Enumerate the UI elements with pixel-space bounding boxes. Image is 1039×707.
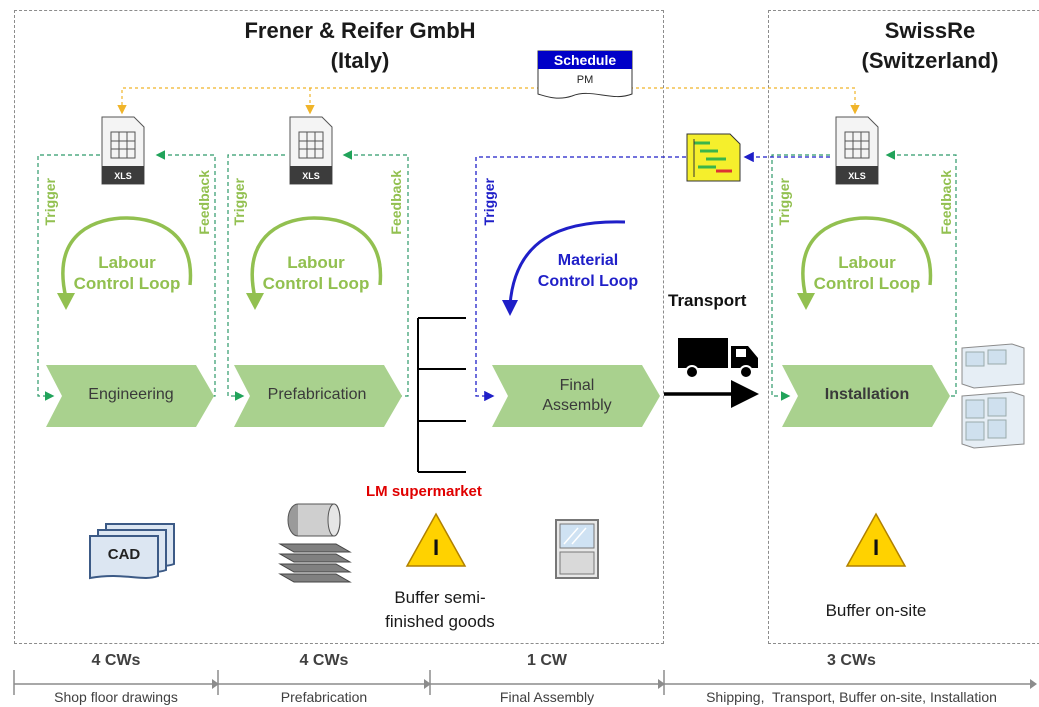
inventory-symbol: I xyxy=(432,535,440,560)
timeline-phase-2: Prefabrication xyxy=(280,689,368,705)
buffer-semi-line1: Buffer semi- xyxy=(394,588,486,607)
process-final-line1: Final xyxy=(559,377,595,394)
inventory-triangle-semi: I xyxy=(404,511,468,569)
labour-line2: Control Loop xyxy=(73,274,181,293)
inventory-symbol: I xyxy=(872,535,880,560)
frener-region xyxy=(14,10,664,644)
trigger-label-prefab: Trigger xyxy=(231,178,247,226)
labour-control-loop-engineering: Labour Control Loop xyxy=(62,252,192,294)
inventory-triangle-onsite: I xyxy=(844,511,908,569)
process-prefabrication-label: Prefabrication xyxy=(267,386,367,403)
process-engineering[interactable]: Engineering xyxy=(46,365,214,427)
lm-supermarket-label: LM supermarket xyxy=(366,483,482,500)
process-final-line2: Assembly xyxy=(542,397,612,414)
buffer-semi-finished-label: Buffer semi- finished goods xyxy=(370,586,510,634)
xls-file-icon-prefab[interactable]: XLS xyxy=(288,116,334,188)
timeline-phase-1: Shop floor drawings xyxy=(54,689,178,705)
schedule-header: Schedule xyxy=(553,52,617,68)
window-icon xyxy=(554,518,600,580)
schedule-box[interactable]: Schedule PM xyxy=(537,50,633,102)
cad-documents-icon: CAD xyxy=(88,520,180,582)
trigger-label-material: Trigger xyxy=(481,178,497,226)
truck-icon xyxy=(676,336,762,380)
lm-supermarket-shelf xyxy=(417,317,466,473)
material-loop-arrow xyxy=(508,220,626,306)
timeline-duration-4: 3 CWs xyxy=(827,652,876,669)
timeline-duration-3: 1 CW xyxy=(527,652,567,669)
labour-loop-arrows xyxy=(61,216,933,299)
facade-panels-icon xyxy=(958,340,1038,460)
labour-loop-installation-lines xyxy=(771,150,957,401)
timeline-duration-2: 4 CWs xyxy=(299,652,349,669)
timeline-lines xyxy=(13,670,1035,695)
swissre-subtitle-text: (Switzerland) xyxy=(861,48,999,73)
xls-label: XLS xyxy=(302,171,320,181)
timeline-phase-4: Shipping, Transport, Buffer on-site, Ins… xyxy=(706,689,997,705)
trigger-label-engineering: Trigger xyxy=(42,178,58,226)
xls-file-icon-installation[interactable]: XLS xyxy=(834,116,880,188)
process-prefabrication[interactable]: Prefabrication xyxy=(234,365,402,427)
timeline-phase-3: Final Assembly xyxy=(499,689,595,705)
raw-materials-icon xyxy=(276,500,356,584)
buffer-semi-line2: finished goods xyxy=(385,612,495,631)
cad-label: CAD xyxy=(107,546,141,563)
swissre-title: SwissRe (Switzerland) xyxy=(830,16,1030,76)
swissre-region xyxy=(768,10,1039,644)
gantt-chart-icon[interactable] xyxy=(686,133,742,183)
feedback-label-engineering: Feedback xyxy=(196,170,212,235)
xls-file-icon-engineering[interactable]: XLS xyxy=(100,116,146,188)
labour-control-loop-installation: Labour Control Loop xyxy=(802,252,932,294)
swissre-title-text: SwissRe xyxy=(884,18,976,43)
frener-title-text: Frener & Reifer GmbH xyxy=(244,18,476,43)
process-installation[interactable]: Installation xyxy=(782,365,950,427)
labour-line1: Labour xyxy=(98,253,156,272)
process-final-assembly[interactable]: Final Assembly xyxy=(492,365,660,427)
material-loop-lines xyxy=(475,151,830,402)
labour-line1: Labour xyxy=(838,253,896,272)
trigger-label-installation: Trigger xyxy=(776,178,792,226)
transport-label: Transport xyxy=(668,291,747,310)
process-installation-label: Installation xyxy=(824,386,910,403)
schedule-sub: PM xyxy=(576,74,594,86)
material-control-loop: Material Control Loop xyxy=(518,250,658,292)
labour-line1: Labour xyxy=(287,253,345,272)
feedback-label-installation: Feedback xyxy=(938,170,954,235)
xls-label: XLS xyxy=(114,171,132,181)
feedback-label-prefab: Feedback xyxy=(388,170,404,235)
frener-title: Frener & Reifer GmbH (Italy) xyxy=(180,16,540,76)
material-line2: Control Loop xyxy=(537,273,639,290)
schedule-line xyxy=(117,87,860,115)
labour-line2: Control Loop xyxy=(813,274,921,293)
material-line1: Material xyxy=(557,252,619,269)
xls-label: XLS xyxy=(848,171,866,181)
labour-control-loop-prefab: Labour Control Loop xyxy=(251,252,381,294)
frener-subtitle-text: (Italy) xyxy=(330,48,390,73)
process-engineering-label: Engineering xyxy=(88,386,174,403)
labour-loop-prefab-lines xyxy=(227,150,409,401)
timeline-duration-1: 4 CWs xyxy=(91,652,141,669)
labour-line2: Control Loop xyxy=(262,274,370,293)
buffer-onsite-label: Buffer on-site xyxy=(825,601,927,620)
